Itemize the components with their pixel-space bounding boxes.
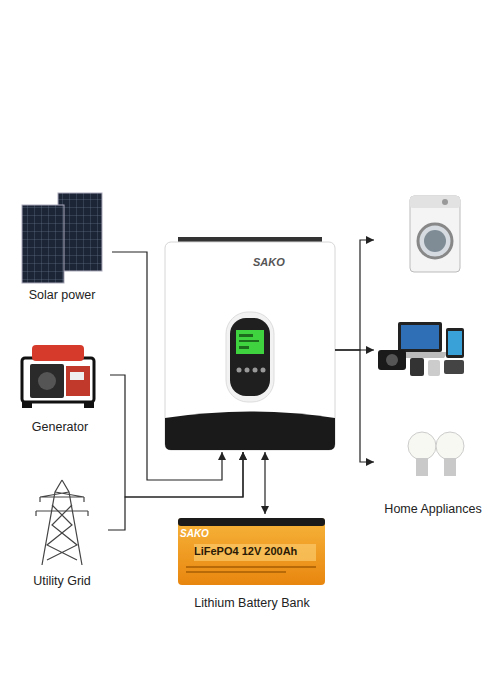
node-label: Utility Grid (16, 574, 108, 589)
diagram-node: Home Appliances (374, 188, 492, 522)
solar-panels (22, 193, 102, 283)
connector-arrow (335, 240, 374, 350)
diagram-node: Solar power (12, 190, 112, 308)
connector-arrow (335, 350, 374, 462)
diagram-node: SAKO (165, 238, 335, 452)
light-bulbs (408, 432, 464, 476)
connector-arrow (108, 452, 243, 530)
diagram-node: SAKO LiFePO4 12V 200AhLithium Battery Ban… (164, 514, 340, 616)
battery-picture (178, 518, 325, 585)
node-label: Solar power (12, 288, 112, 303)
electronics (378, 322, 464, 376)
node-label: Lithium Battery Bank (164, 596, 340, 611)
connector-arrow (112, 252, 222, 480)
brand-logo: SAKO (180, 528, 209, 540)
diagram-node: Generator (10, 340, 110, 440)
inverter-picture (165, 237, 335, 450)
connector-arrow (110, 375, 243, 497)
brand-logo: SAKO (253, 256, 285, 269)
washing-machine (410, 196, 460, 272)
node-label: Generator (10, 420, 110, 435)
node-label: Home Appliances (374, 502, 492, 517)
generator-picture (22, 345, 94, 408)
diagram-node: Utility Grid (16, 476, 108, 596)
connector-arrow (264, 452, 265, 514)
pylon-picture (36, 480, 88, 565)
battery-spec: LiFePO4 12V 200Ah (194, 545, 297, 558)
